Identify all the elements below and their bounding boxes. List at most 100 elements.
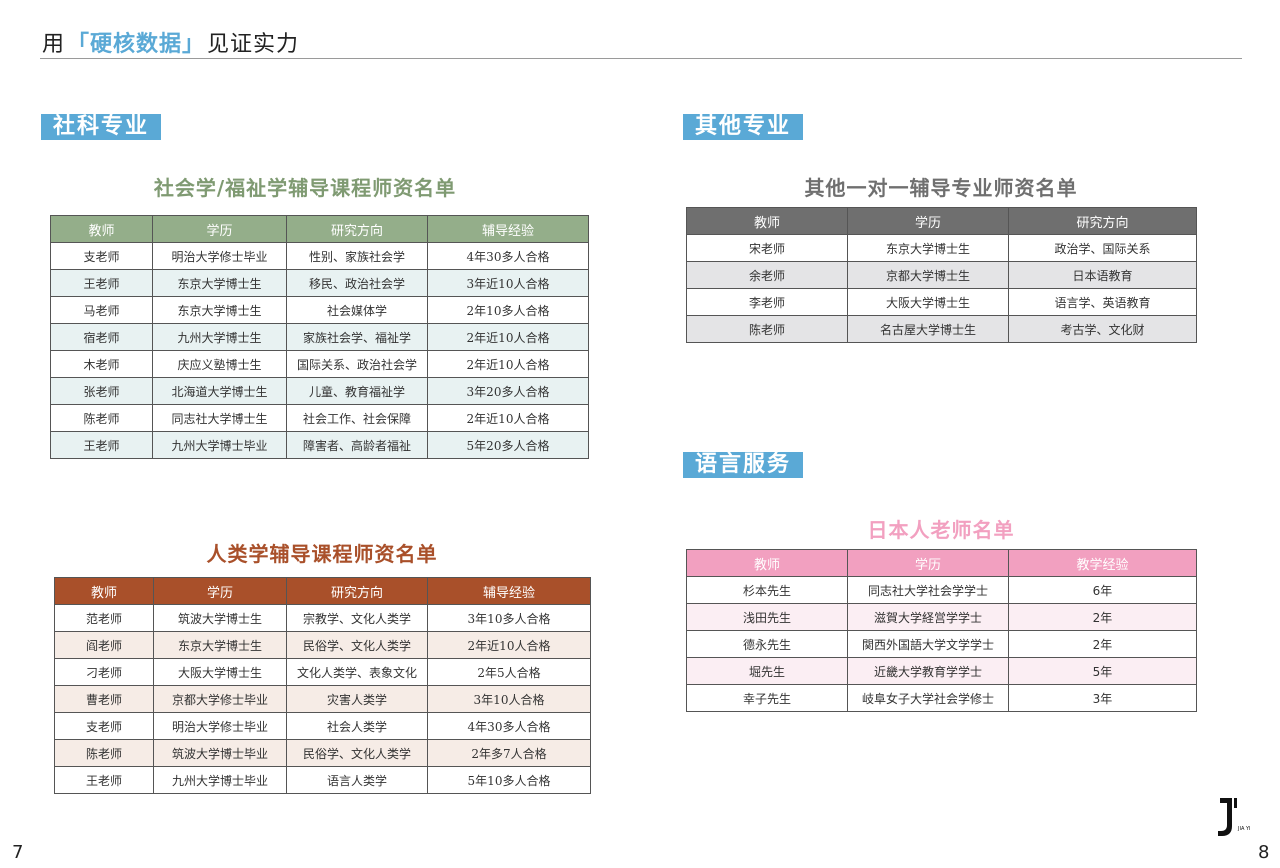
table-cell: 障害者、高龄者福祉: [286, 431, 428, 459]
table-header-row: 教师学历研究方向辅导经验: [50, 215, 589, 243]
logo-text: JIA YI: [1237, 826, 1251, 832]
table-cell: 民俗学、文化人类学: [286, 739, 428, 767]
table-cell: 社会人类学: [286, 712, 428, 740]
other-teacher-table: 教师学历研究方向 宋老师东京大学博士生政治学、国际关系余老师京都大学博士生日本语…: [686, 207, 1197, 343]
column-header: 教师: [686, 549, 848, 577]
page-title: 用 「硬核数据」 见证实力: [42, 26, 299, 58]
table-cell: 王老师: [50, 269, 153, 297]
table-cell: 语言学、英语教育: [1008, 288, 1197, 316]
table-cell: 庆应义塾博士生: [152, 350, 287, 378]
table-cell: 东京大学博士生: [153, 631, 287, 659]
table-cell: 北海道大学博士生: [152, 377, 287, 405]
table-cell: 筑波大学博士生: [153, 604, 287, 632]
page-title-prefix: 用: [42, 32, 66, 57]
table-cell: 3年10人合格: [427, 685, 591, 713]
table-cell: 移民、政治社会学: [286, 269, 428, 297]
column-header: 教师: [686, 207, 848, 235]
table-header-row: 教师学历研究方向: [686, 207, 1197, 235]
table-cell: 灾害人类学: [286, 685, 428, 713]
table-cell: 性别、家族社会学: [286, 242, 428, 270]
table-cell: 5年: [1008, 657, 1197, 685]
column-header: 学历: [152, 215, 287, 243]
column-header: 教师: [50, 215, 153, 243]
other-table-title: 其他一对一辅导专业师资名单: [804, 176, 1078, 200]
table-cell: 王老师: [50, 431, 153, 459]
table-cell: 京都大学博士生: [847, 261, 1009, 289]
table-cell: 2年: [1008, 630, 1197, 658]
table-cell: 宋老师: [686, 234, 848, 262]
page-number-right: 8: [1258, 842, 1270, 863]
table-cell: 政治学、国际关系: [1008, 234, 1197, 262]
table-cell: 陈老师: [54, 739, 154, 767]
jiayi-logo-icon: JIA YI: [1218, 798, 1251, 836]
table-row: 余老师京都大学博士生日本语教育: [686, 261, 1197, 289]
table-cell: 5年20多人合格: [427, 431, 589, 459]
table-cell: 九州大学博士毕业: [152, 431, 287, 459]
table-cell: 余老师: [686, 261, 848, 289]
table-cell: 国际关系、政治社会学: [286, 350, 428, 378]
page-number-left: 7: [12, 842, 24, 863]
table-cell: 马老师: [50, 296, 153, 324]
page-title-suffix: 见证实力: [207, 32, 300, 57]
table-cell: 3年: [1008, 684, 1197, 712]
table-cell: 関西外国語大学文学学士: [847, 630, 1009, 658]
japanese-table-title: 日本人老师名单: [867, 518, 1015, 542]
table-cell: 阎老师: [54, 631, 154, 659]
table-cell: 近畿大学教育学学士: [847, 657, 1009, 685]
table-cell: 日本语教育: [1008, 261, 1197, 289]
table-cell: 4年30多人合格: [427, 712, 591, 740]
table-cell: 宿老师: [50, 323, 153, 351]
table-cell: 2年多7人合格: [427, 739, 591, 767]
table-cell: 刁老师: [54, 658, 154, 686]
table-cell: 6年: [1008, 576, 1197, 604]
table-cell: 九州大学博士生: [152, 323, 287, 351]
anthropology-table-title: 人类学辅导课程师资名单: [206, 542, 438, 566]
table-cell: 幸子先生: [686, 684, 848, 712]
table-cell: 儿童、教育福祉学: [286, 377, 428, 405]
table-cell: 2年近10人合格: [427, 631, 591, 659]
table-cell: 支老师: [50, 242, 153, 270]
table-cell: 曹老师: [54, 685, 154, 713]
page-title-highlight: 「硬核数据」: [67, 32, 206, 57]
table-header-row: 教师学历研究方向辅导经验: [54, 577, 591, 605]
table-cell: 同志社大学博士生: [152, 404, 287, 432]
table-header-row: 教师学历教学经验: [686, 549, 1197, 577]
section-tag-language: 语言服务: [683, 452, 804, 478]
section-tag-other: 其他专业: [683, 114, 804, 140]
table-cell: 社会工作、社会保障: [286, 404, 428, 432]
column-header: 研究方向: [286, 577, 428, 605]
column-header: 研究方向: [1008, 207, 1197, 235]
table-cell: 同志社大学社会学学士: [847, 576, 1009, 604]
table-cell: 滋賀大学経営学学士: [847, 603, 1009, 631]
table-cell: 筑波大学博士毕业: [153, 739, 287, 767]
column-header: 研究方向: [286, 215, 428, 243]
table-row: 宋老师东京大学博士生政治学、国际关系: [686, 234, 1197, 262]
table-cell: 2年: [1008, 603, 1197, 631]
table-cell: 浅田先生: [686, 603, 848, 631]
table-cell: 东京大学博士生: [152, 269, 287, 297]
table-cell: 宗教学、文化人类学: [286, 604, 428, 632]
table-cell: 名古屋大学博士生: [847, 315, 1009, 343]
table-cell: 3年20多人合格: [427, 377, 589, 405]
section-tag-social: 社科专业: [41, 114, 162, 140]
column-header: 学历: [153, 577, 287, 605]
table-cell: 范老师: [54, 604, 154, 632]
table-cell: 2年10多人合格: [427, 296, 589, 324]
table-cell: 语言人类学: [286, 766, 428, 794]
table-cell: 2年5人合格: [427, 658, 591, 686]
table-cell: 九州大学博士毕业: [153, 766, 287, 794]
table-cell: 东京大学博士生: [847, 234, 1009, 262]
table-cell: 王老师: [54, 766, 154, 794]
table-cell: 2年近10人合格: [427, 404, 589, 432]
